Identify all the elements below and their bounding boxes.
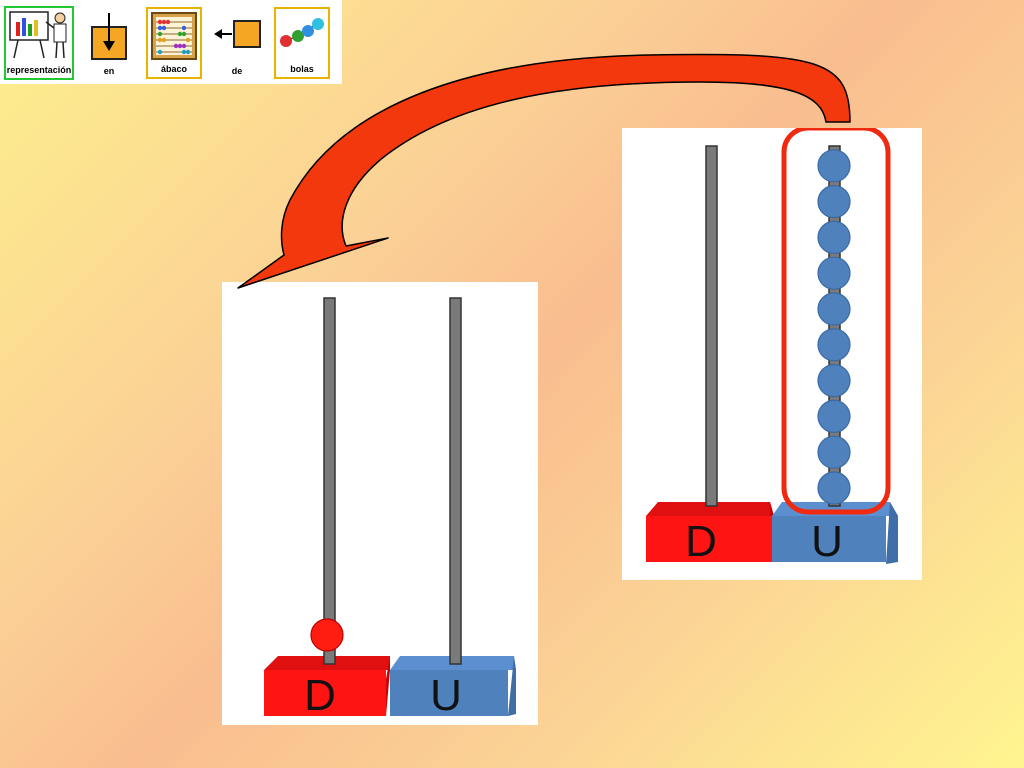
units-rod: [449, 297, 462, 665]
units-beads: [817, 149, 851, 505]
pictogram-representacion: representación: [4, 6, 74, 80]
units-bead: [817, 292, 851, 326]
abacus-icon: [151, 12, 197, 60]
pictogram-strip: representación en: [0, 0, 342, 84]
abacus-before-panel: D U: [622, 128, 922, 580]
units-bead: [817, 256, 851, 290]
tens-label: D: [304, 671, 336, 720]
pictogram-de: de: [210, 7, 264, 79]
abacus-after-panel: D U: [222, 282, 538, 725]
pictogram-bolas: bolas: [274, 7, 330, 79]
pictogram-abaco: ábaco: [146, 7, 202, 79]
pictogram-en: en: [82, 7, 136, 79]
teacher-board-icon: [9, 11, 67, 59]
tens-bead: [310, 618, 344, 652]
tens-rod: [323, 297, 336, 665]
abacus-after: D U: [264, 297, 516, 720]
tens-base-block: [264, 656, 390, 716]
units-rod: [828, 145, 841, 507]
units-bead: [817, 399, 851, 433]
units-highlight-box: [781, 128, 891, 515]
pictogram-label: en: [103, 66, 115, 76]
tens-base-block: [646, 502, 774, 562]
arrow-from-box-icon: [214, 20, 261, 48]
units-bead: [817, 364, 851, 398]
units-label: U: [811, 517, 843, 566]
tens-beads: [310, 618, 344, 652]
tens-rod: [705, 145, 718, 507]
units-bead: [817, 471, 851, 505]
units-bead: [817, 220, 851, 255]
pictogram-label: ábaco: [160, 64, 187, 74]
units-bead: [817, 149, 851, 183]
pictogram-label: representación: [6, 65, 72, 75]
pictogram-label: de: [231, 66, 243, 76]
abacus-before: D U: [646, 128, 898, 566]
units-bead: [817, 435, 851, 469]
tens-label: D: [685, 517, 717, 566]
units-label: U: [430, 671, 462, 720]
units-base-block: [390, 656, 516, 716]
arrow-into-box-icon: [91, 13, 127, 60]
pictogram-label: bolas: [290, 64, 314, 74]
units-bead: [817, 184, 851, 219]
units-bead: [817, 328, 851, 362]
beads-icon: [280, 18, 324, 47]
